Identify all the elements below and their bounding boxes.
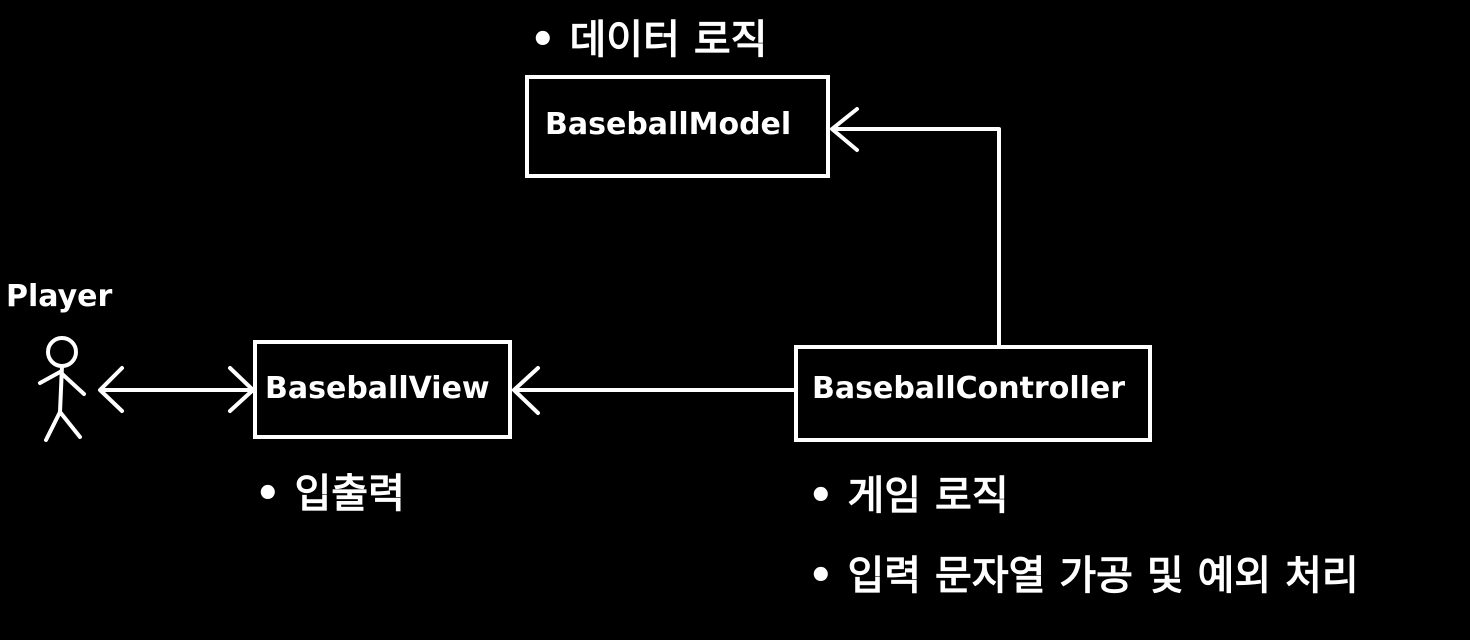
stick-figure-icon — [38, 336, 86, 442]
view-label: BaseballView — [265, 371, 490, 406]
model-arrowhead-icon — [830, 107, 859, 152]
player-arrowhead-icon — [98, 366, 124, 413]
controller-note-2: • 입력 문자열 가공 및 예외 처리 — [808, 553, 1359, 599]
model-box — [525, 75, 830, 178]
player-label: Player — [6, 279, 113, 314]
controller-to-model-line — [832, 127, 1001, 347]
view-note: • 입출력 — [255, 471, 405, 517]
controller-note-1: • 게임 로직 — [808, 473, 1009, 519]
view-arrowhead-icon — [512, 366, 540, 415]
controller-box — [794, 345, 1152, 442]
model-note: • 데이터 로직 — [530, 17, 768, 63]
view-box — [253, 340, 512, 439]
controller-label: BaseballController — [812, 371, 1126, 406]
view-input-arrowhead-icon — [228, 366, 255, 413]
model-label: BaseballModel — [545, 107, 792, 142]
